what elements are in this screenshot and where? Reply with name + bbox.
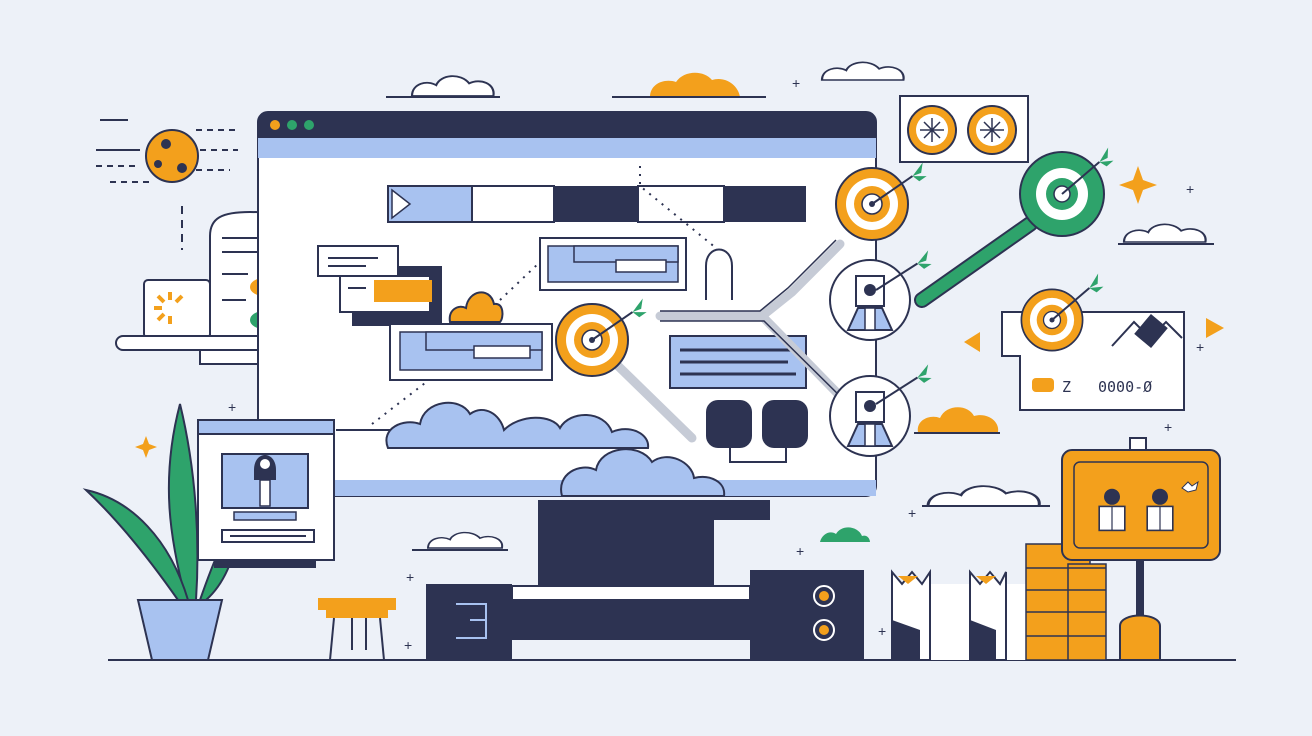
input-panel: [389, 323, 553, 381]
speaker-icon: [706, 400, 752, 448]
sparkle-icon: [1119, 166, 1157, 204]
stool-icon: [318, 598, 396, 661]
plus-icon: +: [792, 75, 800, 91]
person-icon: [254, 455, 276, 507]
text-lines-panel: [669, 335, 807, 389]
window-dot-green[interactable]: [287, 120, 297, 130]
cloud-icon: [560, 448, 726, 497]
sign-board-icon: [1061, 437, 1221, 661]
plus-icon: +: [1186, 181, 1194, 197]
person-badge[interactable]: [829, 249, 935, 341]
plus-icon: +: [228, 399, 236, 415]
score-z-label: Z: [1062, 378, 1071, 396]
cloud-icon: [385, 401, 650, 449]
plus-icon: +: [796, 543, 804, 559]
profile-card: [197, 419, 335, 568]
plus-icon: +: [908, 505, 916, 521]
cloud-icon: [1122, 223, 1207, 244]
cloud-icon: [820, 527, 870, 542]
cloud-icon: [917, 407, 999, 432]
arch-outline: [705, 248, 733, 300]
plus-icon: +: [1196, 339, 1204, 355]
plus-icon: +: [1164, 419, 1172, 435]
window-dot-green[interactable]: [304, 120, 314, 130]
score-value: 0000-Ø: [1098, 378, 1152, 396]
speaker-icon: [750, 570, 864, 660]
gate-blocks: [891, 568, 1028, 661]
crate-stack: [1025, 543, 1107, 661]
dotted-guide: [499, 261, 541, 301]
sparkle-icon: [135, 436, 157, 458]
plus-icon: +: [404, 637, 412, 653]
cloud-icon: [820, 61, 905, 82]
cloud-icon: [650, 72, 740, 97]
monitor-stand: [426, 500, 864, 660]
cloud-icon: [448, 291, 504, 323]
cloud-icon: [427, 531, 504, 549]
window-dot-orange[interactable]: [270, 120, 280, 130]
person-icon: [1146, 488, 1174, 532]
play-left-icon[interactable]: [964, 332, 980, 352]
input-panel: [539, 237, 687, 291]
play-right-icon[interactable]: [1206, 318, 1224, 338]
pipe-network: [660, 239, 849, 405]
speaker-icon: [762, 400, 808, 448]
progress-segments: [387, 185, 806, 223]
cloud-icon: [926, 484, 1041, 508]
plus-icon: +: [406, 569, 414, 585]
plus-icon: +: [878, 623, 886, 639]
dartboard-panel: [899, 95, 1029, 163]
ball-icon: [96, 119, 238, 250]
person-badge[interactable]: [829, 363, 935, 457]
message-card: [317, 245, 442, 326]
person-icon: [1098, 488, 1126, 532]
cloud-icon: [410, 75, 495, 98]
connector: [729, 448, 787, 463]
target-icon[interactable]: [914, 145, 1120, 308]
